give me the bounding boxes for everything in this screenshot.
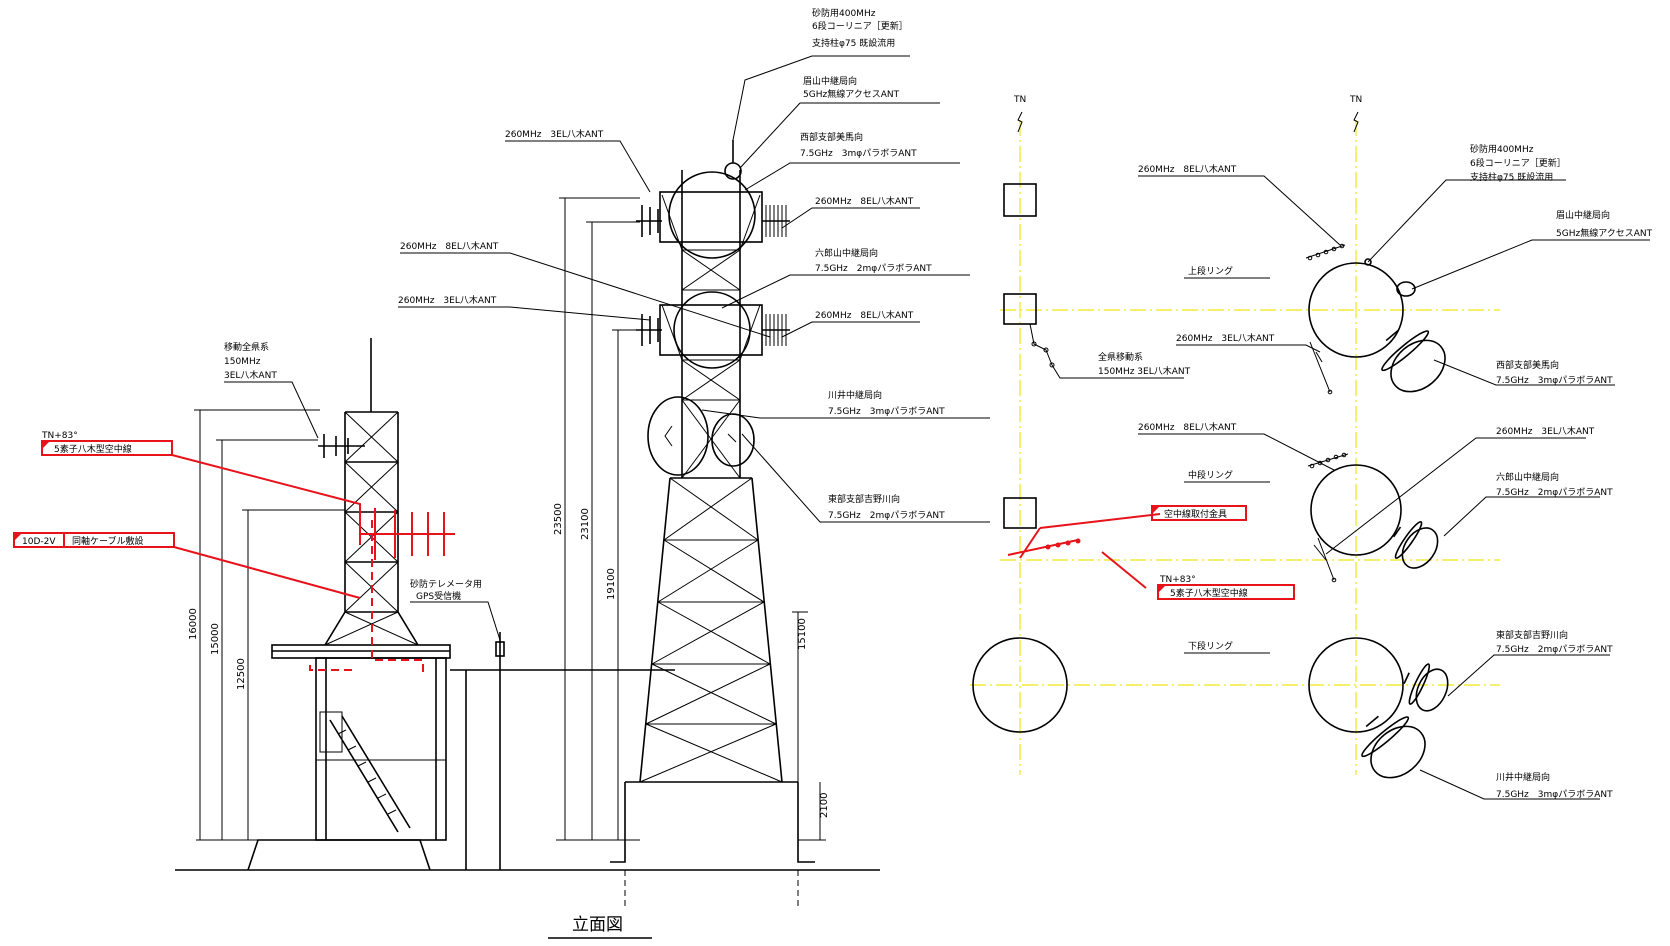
elev-red-tag-2-code: 10D-2V	[22, 537, 56, 547]
elev-rokurou-1: 六郎山中継局向	[815, 247, 878, 259]
elev-seibu-1: 西部支部美馬向	[800, 131, 863, 143]
elev-idou-3: 3EL八木ANT	[224, 369, 277, 381]
plan-upper-ring: 上段リング	[1188, 265, 1233, 277]
elev-red-tag-2-text: 同軸ケーブル敷設	[72, 535, 143, 547]
elev-yagi-3el-top: 260MHz 3EL八木ANT	[505, 128, 604, 140]
elev-sabo-coli-1: 砂防用400MHz	[812, 7, 876, 19]
drawing-title-block: 立面図	[548, 915, 652, 939]
elevation-red-tags: TN+83° 5素子八木型空中線 10D-2V 同軸ケーブル敷設	[13, 431, 361, 599]
plan-zenken-2: 150MHz 3EL八木ANT	[1098, 365, 1191, 377]
dim-16000: 16000	[188, 608, 199, 640]
plan-tn-right: TN	[1349, 95, 1362, 105]
dim-23100: 23100	[580, 508, 591, 540]
plan-sabo-coli-2: 6段コーリニア［更新］	[1470, 157, 1566, 169]
elev-yagi-8el-mid-right: 260MHz 8EL八木ANT	[815, 309, 914, 321]
elev-rokurou-2: 7.5GHz 2mφパラボラANT	[815, 263, 932, 274]
elev-mayuyama-1: 眉山中継局向	[803, 75, 857, 87]
main-tower-elevation	[556, 140, 880, 910]
elev-kawai-1: 川井中継局向	[828, 389, 882, 401]
dimension-labels: 16000 15000 12500 23500 23100 19100 1510…	[188, 503, 830, 818]
elev-kawai-2: 7.5GHz 3mφパラボラANT	[828, 406, 945, 417]
elev-yagi-8el-top-right: 260MHz 8EL八木ANT	[815, 195, 914, 207]
plan-rokurou-2: 7.5GHz 2mφパラボラANT	[1496, 487, 1613, 498]
plan-tn-left: TN	[1013, 95, 1026, 105]
elev-red-tag-1-angle: TN+83°	[41, 431, 78, 441]
dim-23500: 23500	[553, 503, 564, 535]
plan-views: TN TN 全県移動系 150MHz 3EL八木ANT 空中線取付金具 TN+8…	[970, 95, 1653, 800]
elev-seibu-2: 7.5GHz 3mφパラボラANT	[800, 148, 917, 159]
plan-yagi-8el-middle: 260MHz 8EL八木ANT	[1138, 421, 1237, 433]
plan-red-fitting: 空中線取付金具	[1164, 508, 1227, 520]
elev-idou-1: 移動全県系	[224, 341, 269, 353]
dim-15100: 15100	[797, 618, 808, 650]
elev-yagi-8el-mid-left: 260MHz 8EL八木ANT	[400, 240, 499, 252]
dim-19100: 19100	[606, 568, 617, 600]
elev-gps-1: 砂防テレメータ用	[410, 578, 482, 590]
small-tower-elevation	[175, 338, 880, 871]
dim-15000: 15000	[210, 623, 221, 655]
plan-yagi-3el-middle: 260MHz 3EL八木ANT	[1496, 425, 1595, 437]
plan-tobu-2: 7.5GHz 2mφパラボラANT	[1496, 644, 1613, 655]
elev-yagi-3el-mid: 260MHz 3EL八木ANT	[398, 294, 497, 306]
plan-seibu-1: 西部支部美馬向	[1496, 359, 1559, 371]
plan-sabo-coli-3: 支持柱φ75 既設流用	[1470, 171, 1553, 183]
plan-mayuyama-1: 眉山中継局向	[1556, 209, 1610, 221]
elev-gps-2: GPS受信機	[416, 590, 461, 602]
elev-sabo-coli-2: 6段コーリニア［更新］	[812, 20, 908, 32]
plan-zenken-1: 全県移動系	[1098, 351, 1143, 363]
plan-mayuyama-2: 5GHz無線アクセスANT	[1556, 227, 1653, 239]
elev-mayuyama-2: 5GHz無線アクセスANT	[803, 88, 900, 100]
plan-red-tag-angle: TN+83°	[1159, 575, 1196, 585]
dim-12500: 12500	[236, 658, 247, 690]
plan-yagi-8el-upper: 260MHz 8EL八木ANT	[1138, 163, 1237, 175]
plan-seibu-2: 7.5GHz 3mφパラボラANT	[1496, 375, 1613, 386]
plan-kawai-2: 7.5GHz 3mφパラボラANT	[1496, 789, 1613, 800]
elev-tobu-1: 東部支部吉野川向	[828, 493, 900, 505]
plan-lower-ring: 下段リング	[1188, 640, 1233, 652]
plan-rokurou-1: 六郎山中継局向	[1496, 471, 1559, 483]
plan-tobu-1: 東部支部吉野川向	[1496, 629, 1568, 641]
plan-red-tag-text: 5素子八木型空中線	[1170, 587, 1248, 599]
elevation-callouts: 砂防用400MHz 6段コーリニア［更新］ 支持柱φ75 既設流用 眉山中継局向…	[224, 7, 990, 641]
plan-sabo-coli-1: 砂防用400MHz	[1470, 143, 1534, 155]
elev-red-tag-1-text: 5素子八木型空中線	[54, 443, 132, 455]
elev-idou-2: 150MHz	[224, 357, 261, 367]
dim-2100: 2100	[819, 793, 830, 818]
plan-kawai-1: 川井中継局向	[1496, 771, 1550, 783]
elev-tobu-2: 7.5GHz 2mφパラボラANT	[828, 510, 945, 521]
plan-yagi-3el-upper: 260MHz 3EL八木ANT	[1176, 332, 1275, 344]
elev-sabo-coli-3: 支持柱φ75 既設流用	[812, 37, 895, 49]
drawing-title: 立面図	[572, 915, 623, 935]
plan-middle-ring: 中段リング	[1188, 469, 1233, 481]
